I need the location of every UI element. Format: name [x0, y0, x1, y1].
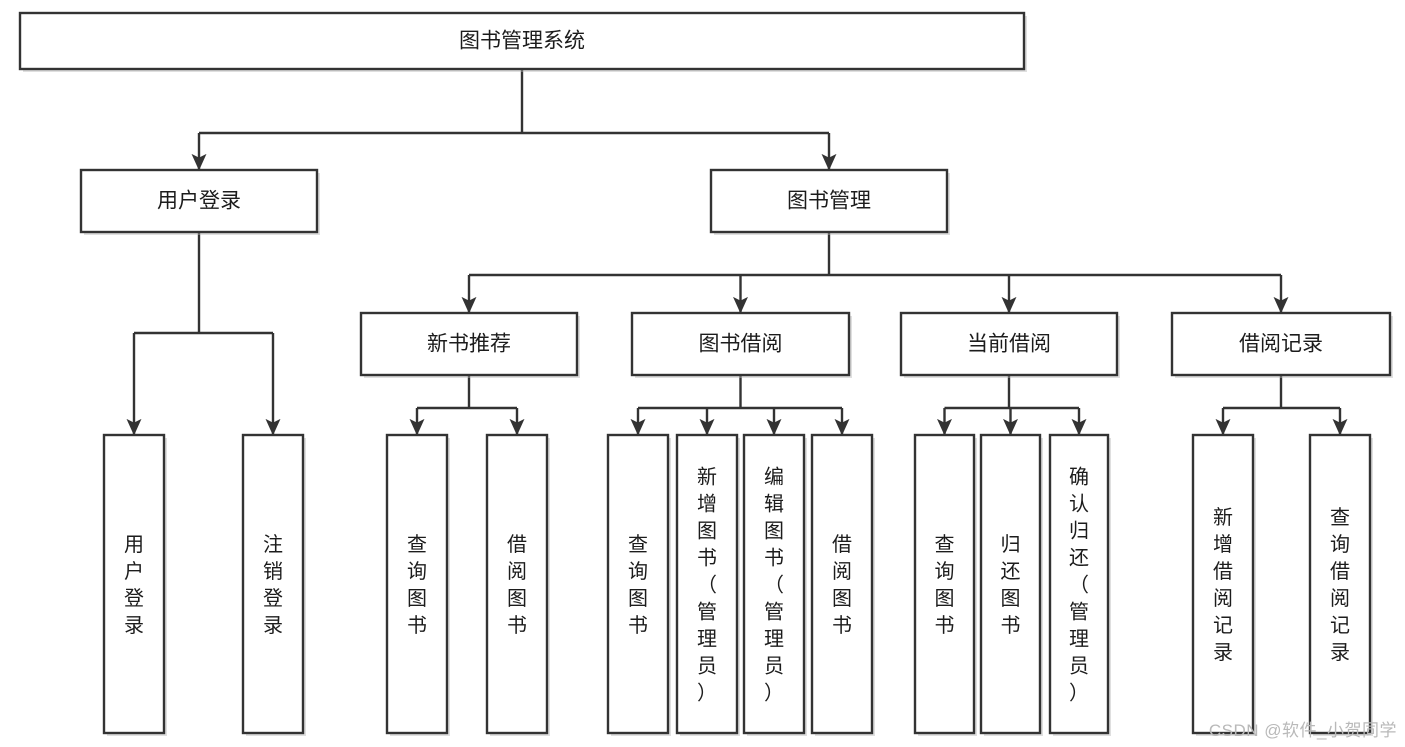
node-label: 用户登录: [157, 190, 241, 213]
node-rect[interactable]: [102, 433, 166, 735]
node-rect[interactable]: [359, 311, 579, 377]
node-label: 查询图书: [935, 533, 955, 637]
node-leaf[interactable]: 借阅图书: [810, 433, 875, 736]
node-label: 借阅图书: [507, 533, 527, 637]
node-leaf[interactable]: 确认归还（管理员）: [1048, 433, 1111, 736]
node-rect[interactable]: [485, 433, 549, 735]
node-rect[interactable]: [630, 311, 851, 377]
node-leaf[interactable]: 查询图书: [913, 433, 977, 736]
node-rect[interactable]: [675, 433, 739, 735]
node-rect[interactable]: [1170, 311, 1392, 377]
node-label: 查询借阅记录: [1330, 506, 1350, 664]
node-branch[interactable]: 图书管理系统: [18, 11, 1027, 72]
node-leaf[interactable]: 编辑图书（管理员）: [742, 433, 807, 736]
node-leaf[interactable]: 新增图书（管理员）: [675, 433, 740, 736]
node-leaf[interactable]: 查询借阅记录: [1308, 433, 1373, 736]
node-label: 确认归还（管理员）: [1069, 466, 1089, 705]
node-rect[interactable]: [913, 433, 976, 735]
node-rect[interactable]: [1048, 433, 1110, 735]
node-rect[interactable]: [606, 433, 670, 735]
node-label: 编辑图书（管理员）: [764, 466, 784, 705]
node-rect[interactable]: [899, 311, 1119, 377]
node-leaf[interactable]: 新增借阅记录: [1191, 433, 1256, 736]
node-rect[interactable]: [709, 168, 949, 234]
node-rect[interactable]: [385, 433, 449, 735]
node-leaf[interactable]: 查询图书: [385, 433, 450, 736]
node-branch[interactable]: 当前借阅: [899, 311, 1120, 378]
node-label: 查询图书: [628, 533, 648, 637]
node-boxes: 图书管理系统用户登录图书管理用户登录注销登录新书推荐查询图书借阅图书图书借阅查询…: [18, 11, 1393, 736]
node-label: 图书管理: [787, 190, 871, 213]
node-label: 当前借阅: [967, 333, 1051, 356]
node-leaf[interactable]: 注销登录: [241, 433, 306, 736]
node-leaf[interactable]: 归还图书: [979, 433, 1043, 736]
node-label: 注销登录: [263, 533, 283, 637]
node-branch[interactable]: 借阅记录: [1170, 311, 1393, 378]
node-rect[interactable]: [79, 168, 319, 234]
node-label: 新增借阅记录: [1213, 506, 1233, 664]
node-rect[interactable]: [241, 433, 305, 735]
node-rect[interactable]: [1308, 433, 1372, 735]
node-branch[interactable]: 新书推荐: [359, 311, 580, 378]
node-label: 归还图书: [1001, 533, 1021, 637]
connector-lines: [126, 69, 1348, 436]
node-label: 图书管理系统: [459, 30, 585, 53]
node-branch[interactable]: 用户登录: [79, 168, 320, 235]
node-label: 用户登录: [124, 534, 144, 637]
node-label: 新增图书（管理员）: [697, 466, 717, 705]
node-branch[interactable]: 图书管理: [709, 168, 950, 235]
node-rect[interactable]: [742, 433, 806, 735]
node-leaf[interactable]: 用户登录: [102, 433, 167, 736]
node-leaf[interactable]: 查询图书: [606, 433, 671, 736]
node-rect[interactable]: [979, 433, 1042, 735]
node-label: 借阅记录: [1239, 333, 1323, 356]
node-label: 查询图书: [407, 533, 427, 637]
node-leaf[interactable]: 借阅图书: [485, 433, 550, 736]
node-rect[interactable]: [810, 433, 874, 735]
node-label: 新书推荐: [427, 333, 511, 356]
node-rect[interactable]: [1191, 433, 1255, 735]
node-label: 图书借阅: [699, 333, 783, 356]
node-branch[interactable]: 图书借阅: [630, 311, 852, 378]
node-rect[interactable]: [18, 11, 1026, 71]
node-label: 借阅图书: [832, 533, 852, 637]
